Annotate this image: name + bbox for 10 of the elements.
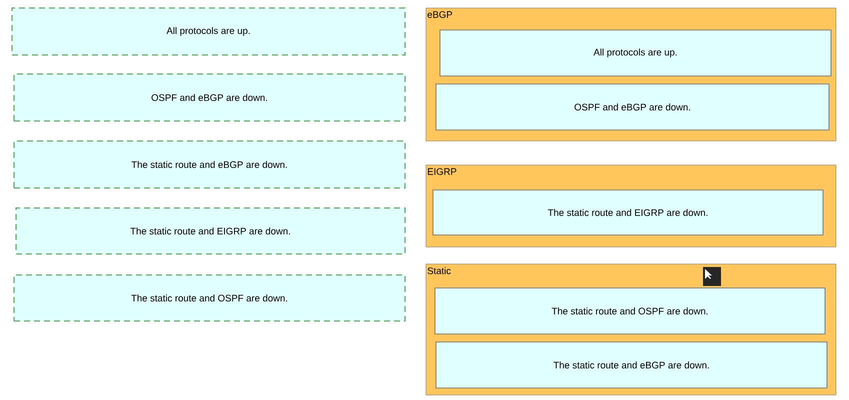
answer-box: OSPF and eBGP are down. (14, 74, 406, 122)
answer-box: All protocols are up. (12, 8, 406, 56)
answer-box: The static route and OSPF are down. (14, 274, 406, 322)
answer-box: The static route and EIGRP are down. (432, 190, 824, 236)
answer-box: The static route and eBGP are down. (14, 140, 406, 188)
answer-box: OSPF and eBGP are down. (436, 84, 830, 130)
answer-box: All protocols are up. (440, 30, 832, 76)
answer-box: The static route and eBGP are down. (436, 342, 828, 388)
answer-box: The static route and OSPF are down. (434, 288, 826, 334)
answer-box: The static route and EIGRP are down. (16, 208, 406, 254)
